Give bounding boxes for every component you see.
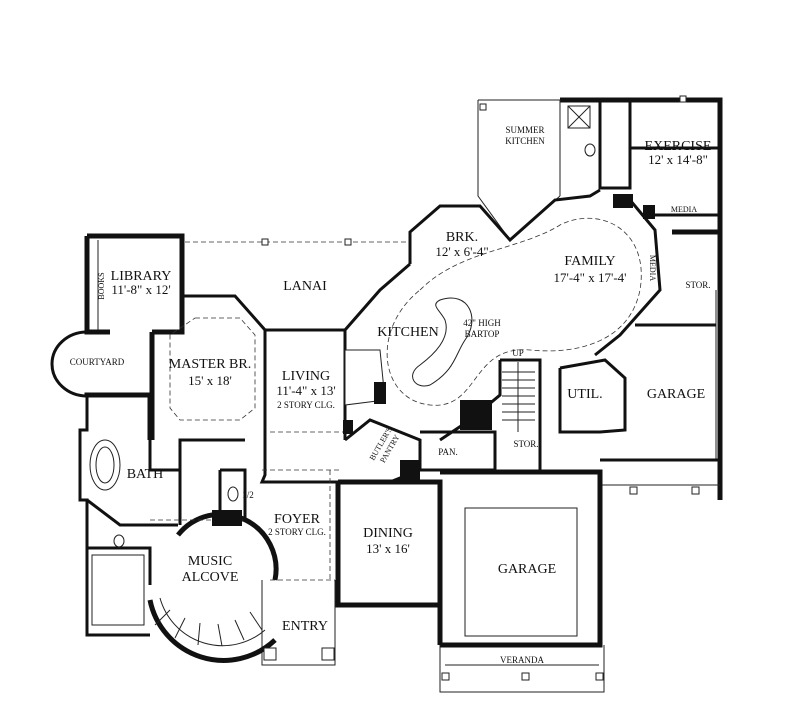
brk-label: BRK.: [446, 230, 478, 245]
media-side-label: MEDIA: [648, 255, 657, 281]
foyer-note: 2 STORY CLG.: [268, 527, 326, 537]
util-label: UTIL.: [567, 387, 602, 402]
library-dims: 11'-8" x 12': [111, 282, 170, 297]
living-note: 2 STORY CLG.: [277, 400, 335, 410]
fixtures: [89, 95, 700, 681]
exercise-dims: 12' x 14'-8": [648, 152, 708, 167]
media-top-label: MEDIA: [671, 205, 697, 214]
kitchen-label: KITCHEN: [377, 325, 438, 340]
library-label: LIBRARY: [111, 269, 172, 284]
summer-kitchen-label-2: KITCHEN: [505, 136, 545, 146]
bartop-label: 42" HIGH: [463, 318, 501, 328]
exterior-walls: [50, 97, 723, 693]
courtyard-label: COURTYARD: [70, 357, 125, 367]
living-dims: 11'-4" x 13': [276, 383, 335, 398]
up-label: UP: [512, 348, 524, 358]
music-alcove-label-2: ALCOVE: [182, 570, 239, 585]
dining-label: DINING: [363, 526, 413, 541]
bath-label: BATH: [127, 467, 164, 482]
summer-kitchen-label: SUMMER: [505, 125, 544, 135]
stor-right-label: STOR.: [685, 280, 710, 290]
garage-main-label: GARAGE: [498, 562, 556, 577]
room-labels: SUMMER KITCHEN EXERCISE 12' x 14'-8" MED…: [70, 125, 712, 665]
exercise-label: EXERCISE: [645, 139, 712, 154]
dining-dims: 13' x 16': [366, 541, 410, 556]
veranda-label: VERANDA: [500, 655, 544, 665]
family-label: FAMILY: [564, 254, 615, 269]
master-br-dims: 15' x 18': [188, 373, 232, 388]
stor-mid-label: STOR.: [513, 439, 538, 449]
entry-label: ENTRY: [282, 619, 328, 634]
brk-dims: 12' x 6'-4": [435, 244, 488, 259]
half-bath-label: 1/2: [242, 490, 254, 500]
pan-label: PAN.: [438, 447, 457, 457]
foyer-label: FOYER: [274, 512, 321, 527]
bartop-label-2: BARTOP: [465, 329, 500, 339]
family-dims: 17'-4" x 17'-4': [554, 270, 627, 285]
master-br-label: MASTER BR.: [169, 357, 251, 372]
lanai-label: LANAI: [283, 279, 327, 294]
books-label: BOOKS: [97, 272, 106, 299]
garage-right-label: GARAGE: [647, 387, 705, 402]
music-alcove-label: MUSIC: [188, 554, 232, 569]
ceiling-dash-lines: [150, 217, 642, 521]
living-label: LIVING: [282, 369, 330, 384]
